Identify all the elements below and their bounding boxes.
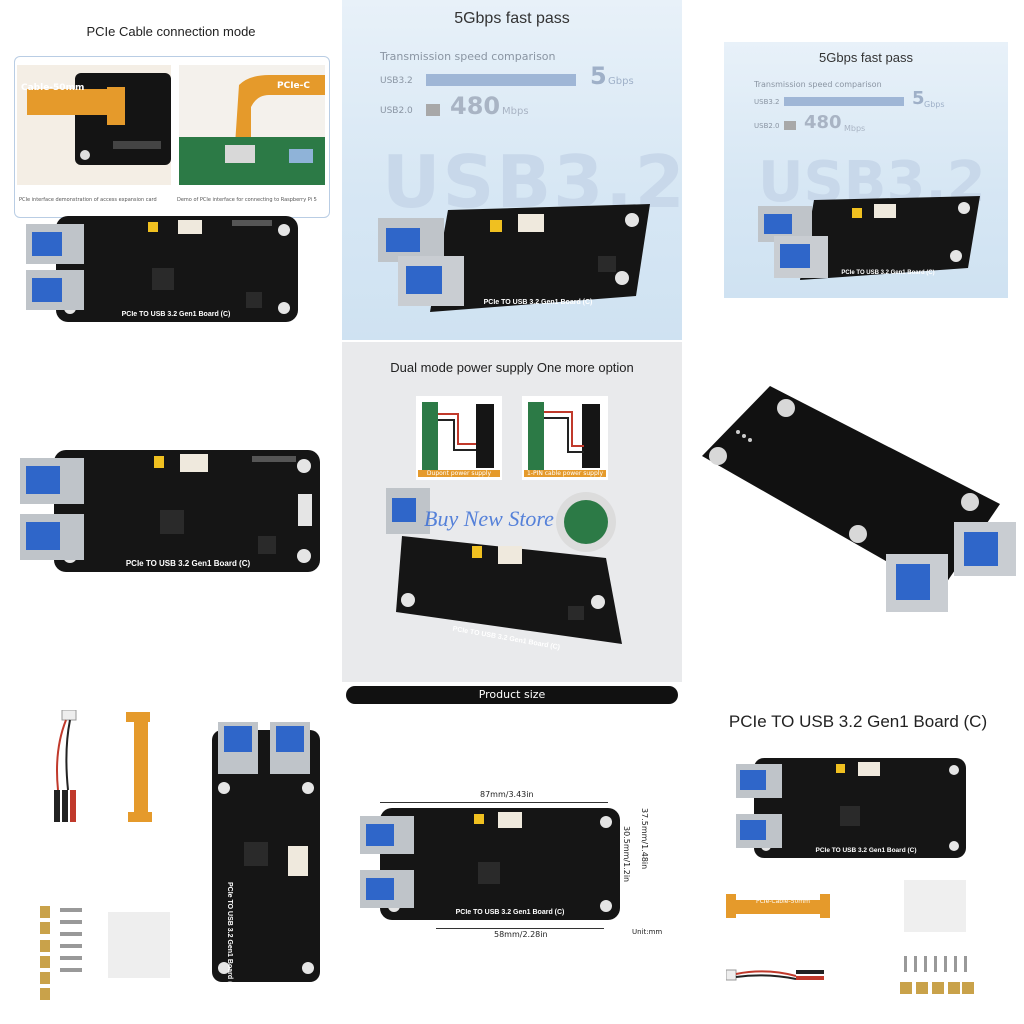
speed-big-title: 5Gbps fast pass — [454, 10, 570, 27]
dim-width-line — [380, 802, 608, 803]
board-silk-2: PCIe TO USB 3.2 Gen1 Board (C) — [126, 559, 251, 568]
speed-panel-small: 5Gbps fast pass Transmission speed compa… — [724, 42, 1008, 298]
speed-big-row1-value: 5 — [590, 62, 607, 90]
kit-thermal-pad-photo — [904, 880, 966, 932]
speed-big-board-silk: PCIe TO USB 3.2 Gen1 Board (C) — [484, 299, 593, 306]
speed-big-row1-unit: Gbps — [608, 76, 634, 87]
product-size-board: PCIe TO USB 3.2 Gen1 Board (C) — [360, 808, 620, 920]
product-size-panel: 87mm/3.43in PCIe TO USB 3.2 Gen1 Board (… — [346, 708, 680, 1020]
speed-big-row2-value: 480 — [450, 92, 501, 120]
speed-small-row1-label: USB3.2 — [754, 98, 780, 106]
power-board-photo: PCIe TO USB 3.2 Gen1 Board (C) — [386, 488, 622, 651]
speed-big-board: PCIe TO USB 3.2 Gen1 Board (C) — [378, 204, 650, 312]
cable-mode-frame: Cable-50mm PCIe-C PCIe interface demonst… — [14, 56, 330, 218]
kit-cable-label: PCIe-Cable-50mm — [756, 898, 810, 905]
speed-small-subtitle: Transmission speed comparison — [754, 80, 882, 89]
speed-small-board-silk: PCIe TO USB 3.2 Gen1 Board (C) — [841, 270, 934, 276]
thermal-pad-photo — [108, 912, 170, 978]
kit-flex-cable-photo — [726, 894, 830, 918]
speed-big-bar2 — [426, 104, 440, 116]
board-top-view-1: PCIe TO USB 3.2 Gen1 Board (C) — [26, 216, 298, 322]
speed-small-board: PCIe TO USB 3.2 Gen1 Board (C) — [758, 196, 980, 280]
pcie-flex-cable-photo — [126, 712, 152, 822]
dim-height-label: 37.5mm/1.48in — [640, 808, 649, 870]
speed-small-row1-unit: Gbps — [924, 100, 945, 109]
product-size-bar: Product size — [346, 686, 678, 704]
kit-board-silk: PCIe TO USB 3.2 Gen1 Board (C) — [815, 847, 916, 854]
speed-big-row1-label: USB3.2 — [380, 76, 413, 86]
kit-power-cable-photo — [726, 969, 824, 981]
cable-mode-title: PCIe Cable connection mode — [86, 24, 256, 39]
board-vertical-silk: PCIe TO USB 3.2 Gen1 Board (C) — [226, 882, 233, 984]
speed-big-row2-label: USB2.0 — [380, 106, 413, 116]
speed-small-row2-label: USB2.0 — [754, 122, 780, 130]
cable-left-label: Cable-50mm — [21, 83, 85, 93]
speed-big-row2-unit: Mbps — [502, 106, 529, 117]
kit-board-photo: PCIe TO USB 3.2 Gen1 Board (C) — [736, 758, 966, 858]
dim-width-label: 87mm/3.43in — [480, 790, 534, 799]
speed-panel-big: 5Gbps fast pass Transmission speed compa… — [342, 0, 685, 340]
unit-label: Unit:mm — [632, 928, 663, 936]
board-underside-photo — [702, 386, 1016, 612]
speed-small-row1-value: 5 — [912, 88, 925, 109]
board-vertical-photo: PCIe TO USB 3.2 Gen1 Board (C) — [212, 722, 320, 984]
cable-photo-left — [17, 65, 171, 185]
power-watermark: Buy New Store — [424, 506, 554, 531]
product-size-board-silk: PCIe TO USB 3.2 Gen1 Board (C) — [456, 909, 565, 916]
speed-small-bar1 — [784, 97, 904, 106]
power-inset-right — [522, 396, 608, 480]
kit-standoffs-photo — [900, 956, 974, 994]
dim-hole-width-label: 58mm/2.28in — [494, 930, 548, 939]
speed-small-title: 5Gbps fast pass — [819, 50, 913, 65]
board-silk-1: PCIe TO USB 3.2 Gen1 Board (C) — [122, 311, 231, 318]
cable-mode-panel: PCIe Cable connection mode Cable-50mm PC… — [12, 16, 330, 218]
board-top-view-2: PCIe TO USB 3.2 Gen1 Board (C) — [20, 450, 320, 572]
power-inset-left — [416, 396, 502, 480]
power-right-caption: 1-PIN cable power supply — [524, 470, 606, 477]
speed-small-row2-value: 480 — [804, 112, 842, 133]
kit-title: PCIe TO USB 3.2 Gen1 Board (C) — [728, 712, 988, 731]
power-left-caption: Dupont power supply — [418, 470, 500, 477]
power-cable-photo — [54, 710, 77, 822]
cable-right-label: PCIe-C — [277, 81, 310, 91]
speed-big-subtitle: Transmission speed comparison — [380, 50, 556, 63]
standoffs-screws-photo — [40, 906, 82, 1000]
speed-small-row2-unit: Mbps — [844, 124, 866, 133]
dim-hole-height-label: 30.5mm/1.2in — [622, 826, 631, 883]
cable-caption-left: PCIe interface demonstration of access e… — [19, 197, 157, 203]
power-panel: Dual mode power supply One more option D… — [342, 342, 682, 682]
power-title: Dual mode power supply One more option — [390, 360, 634, 375]
cable-caption-right: Demo of PCIe interface for connecting to… — [177, 197, 317, 203]
speed-small-bar2 — [784, 121, 796, 130]
dim-hole-width-line — [436, 928, 604, 929]
speed-big-bar1 — [426, 74, 576, 86]
cable-photo-right — [179, 65, 325, 185]
